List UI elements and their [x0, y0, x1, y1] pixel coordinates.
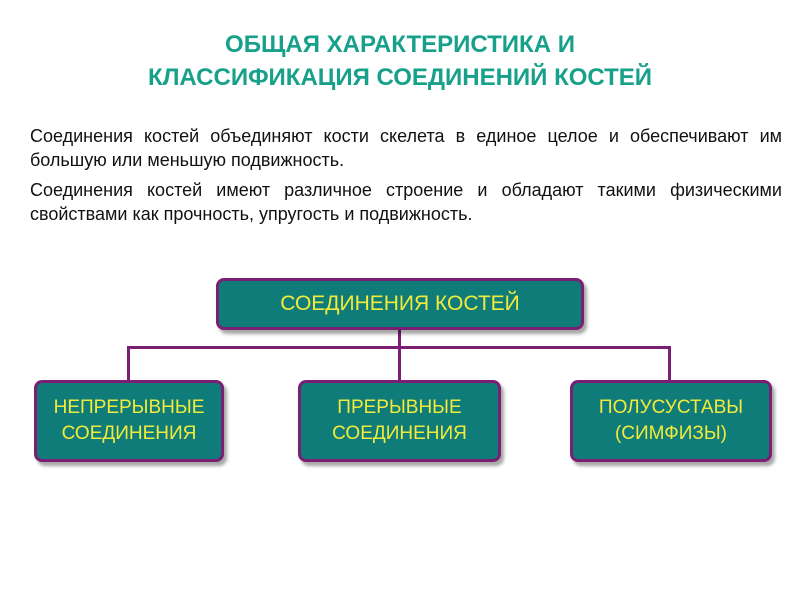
node-continuous-line-2: СОЕДИНЕНИЯ	[61, 423, 197, 444]
node-continuous-line-1: НЕПРЕРЫВНЫЕ	[53, 397, 205, 418]
node-discontinuous-line-2: СОЕДИНЕНИЯ	[332, 423, 467, 444]
connector-to-symphyses	[668, 346, 671, 381]
slide-title-line-1: ОБЩАЯ ХАРАКТЕРИСТИКА И	[225, 31, 575, 58]
paragraph-2: Соединения костей имеют различное строен…	[30, 180, 782, 224]
node-symphyses-line-1: ПОЛУСУСТАВЫ	[598, 397, 744, 418]
connector-root-stem	[398, 330, 401, 347]
slide-title: ОБЩАЯ ХАРАКТЕРИСТИКА И КЛАССИФИКАЦИЯ СОЕ…	[0, 28, 800, 94]
node-discontinuous-line-1: ПРЕРЫВНЫЕ	[337, 397, 462, 418]
connector-to-discontinuous	[398, 346, 401, 381]
connector-to-continuous	[127, 346, 130, 381]
node-discontinuous-joints: ПРЕРЫВНЫЕ СОЕДИНЕНИЯ	[298, 380, 501, 462]
node-symphyses: ПОЛУСУСТАВЫ (СИМФИЗЫ)	[570, 380, 772, 462]
paragraph-1: Соединения костей объединяют кости скеле…	[30, 126, 782, 170]
body-text: Соединения костей объединяют кости скеле…	[30, 124, 782, 232]
root-node-bone-joints: СОЕДИНЕНИЯ КОСТЕЙ	[216, 278, 584, 330]
slide-title-line-2: КЛАССИФИКАЦИЯ СОЕДИНЕНИЙ КОСТЕЙ	[147, 64, 653, 91]
node-symphyses-line-2: (СИМФИЗЫ)	[614, 423, 728, 444]
root-node-label: СОЕДИНЕНИЯ КОСТЕЙ	[280, 292, 520, 315]
node-continuous-joints: НЕПРЕРЫВНЫЕ СОЕДИНЕНИЯ	[34, 380, 224, 462]
